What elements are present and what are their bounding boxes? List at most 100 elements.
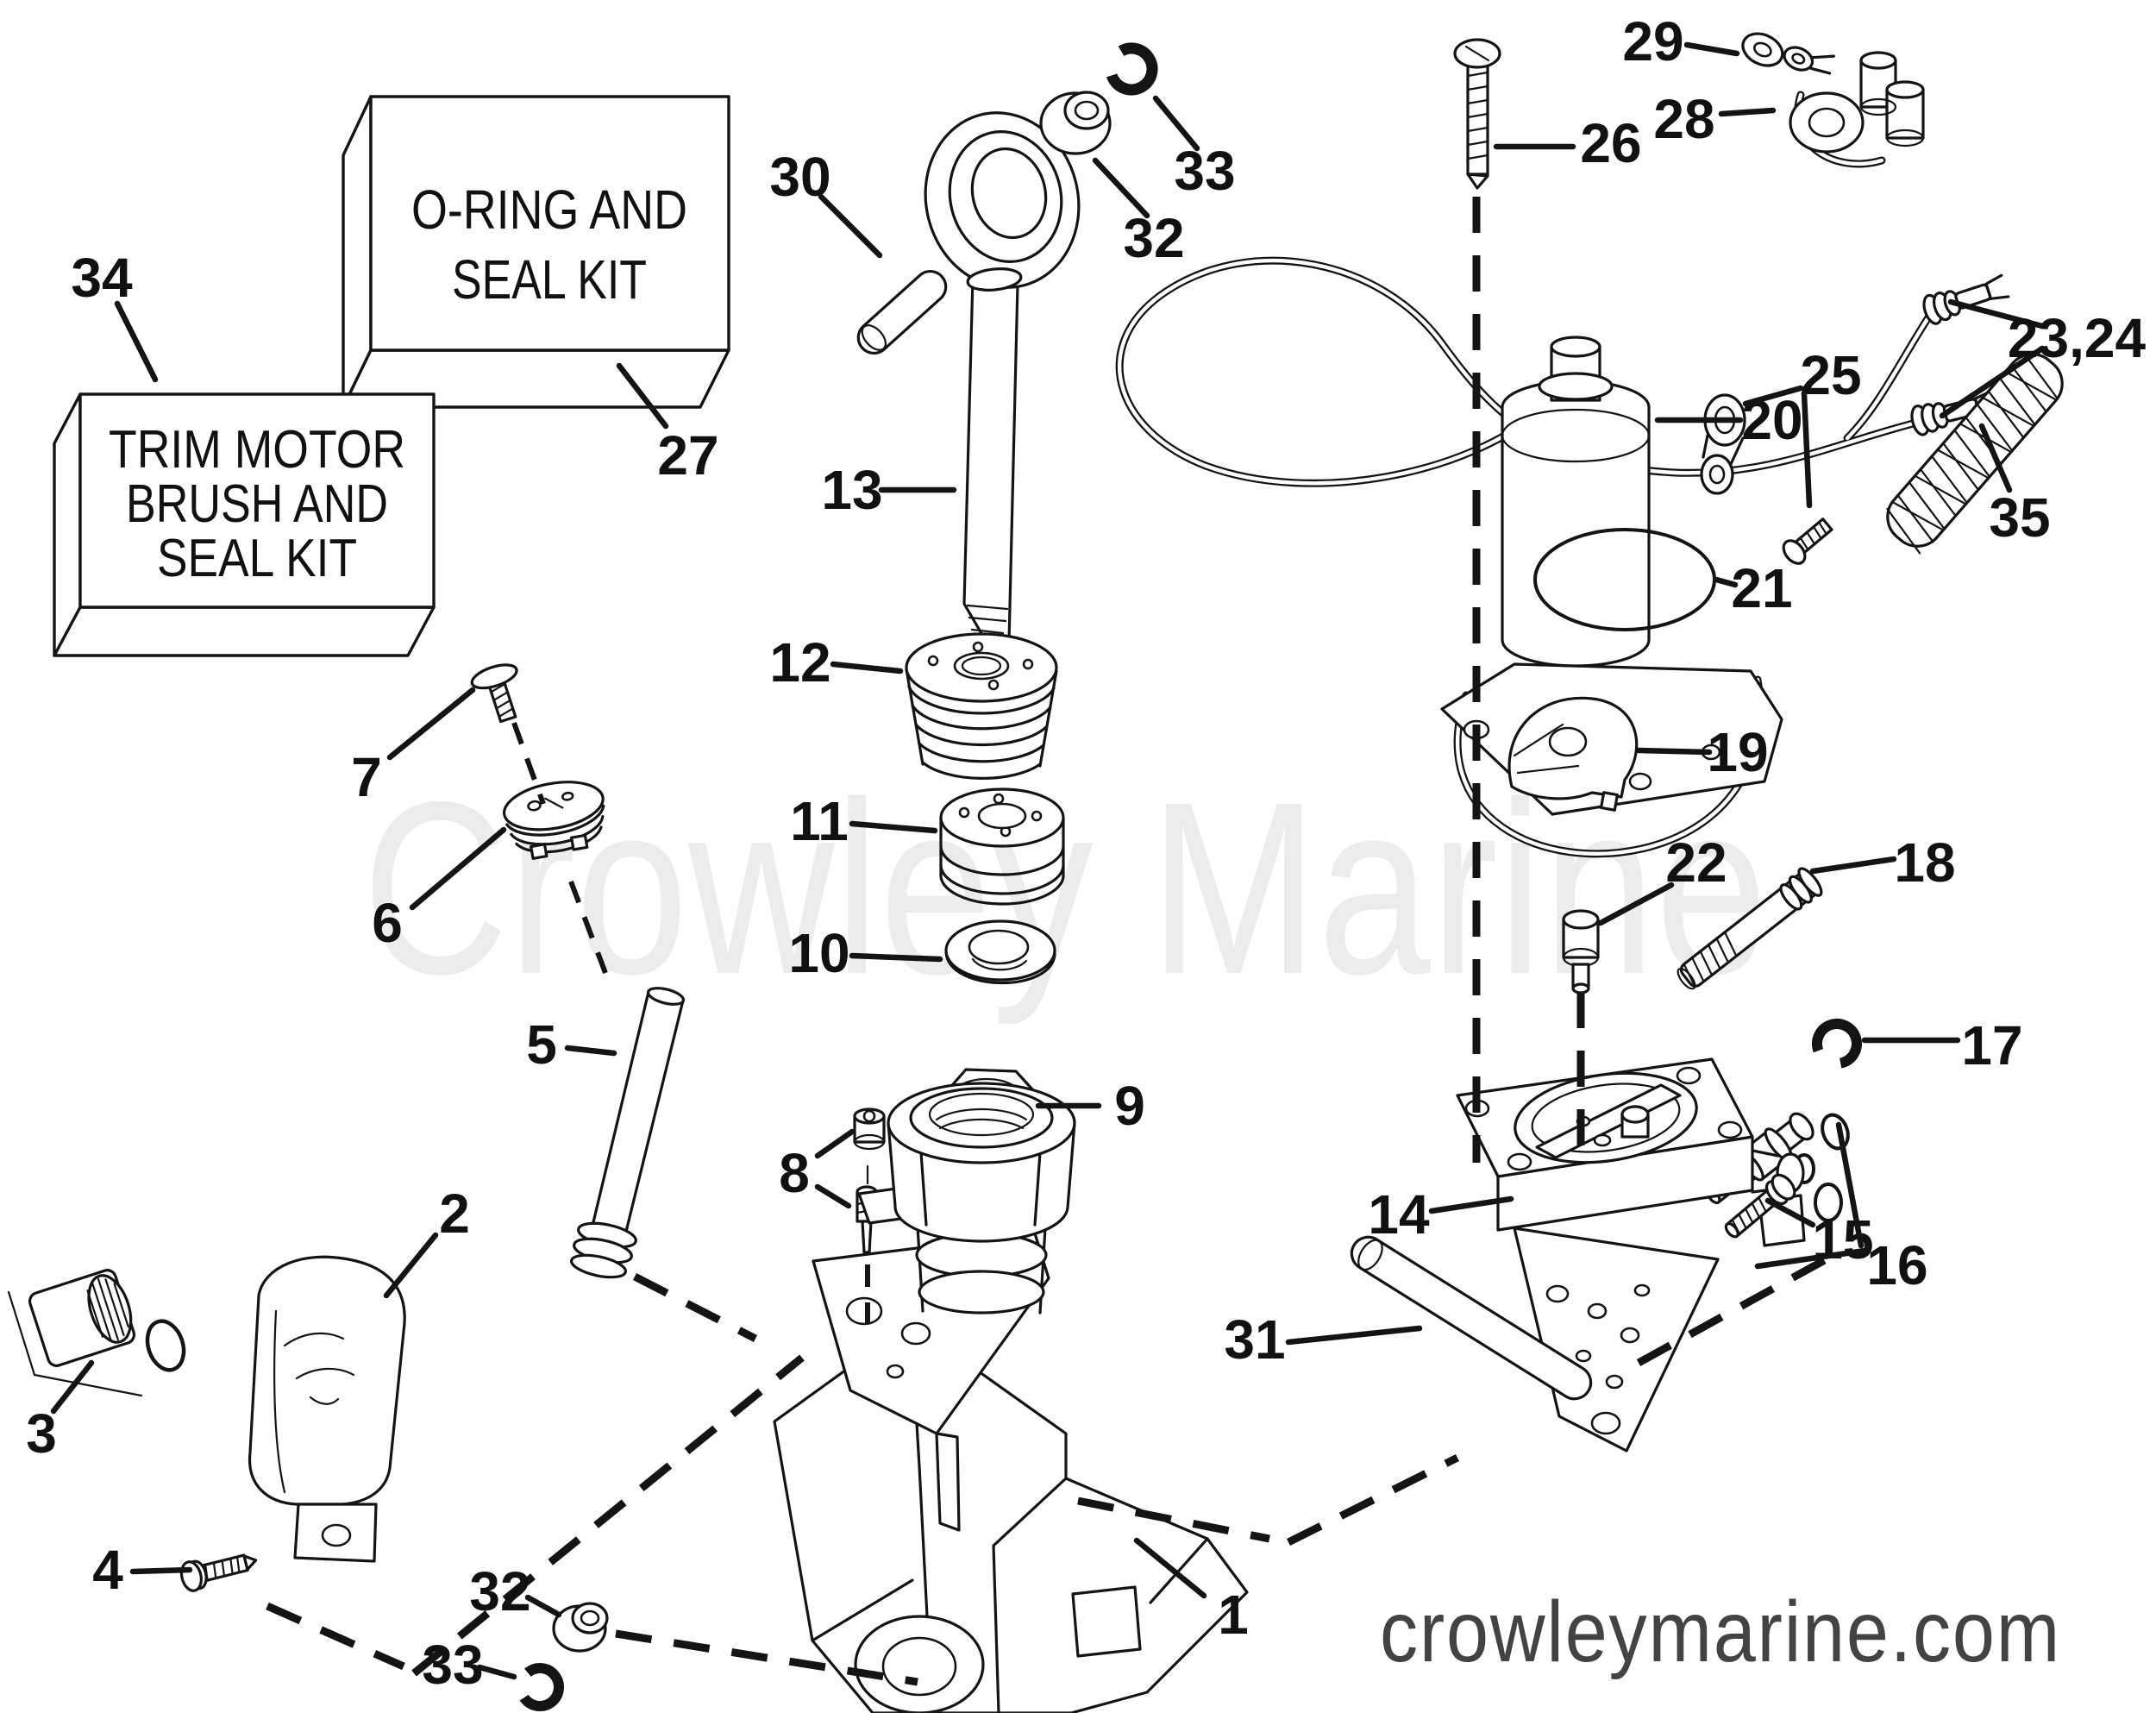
callout-21[interactable]: 21 [1731, 557, 1792, 619]
bushing-32-bottom [552, 1602, 609, 1653]
callout-31[interactable]: 31 [1224, 1308, 1285, 1371]
screw-4 [179, 1553, 258, 1592]
callout-leader-33 [1152, 95, 1200, 152]
callout-27[interactable]: 27 [657, 424, 718, 486]
callout-leader-5 [564, 1045, 617, 1057]
stud-18 [1677, 867, 1823, 990]
callout-26[interactable]: 26 [1580, 112, 1641, 174]
retaining-clip-17 [1811, 1019, 1862, 1069]
bushing-32-top [1039, 91, 1112, 155]
callout-8[interactable]: 8 [779, 1142, 810, 1204]
callout-34[interactable]: 34 [71, 247, 133, 309]
shock-rod-31 [1350, 1235, 1593, 1401]
needle-bearing-3 [7, 1269, 186, 1397]
callout-leader-32 [1092, 157, 1150, 219]
callout-10[interactable]: 10 [788, 922, 849, 984]
callout-32b[interactable]: 32 [469, 1560, 530, 1622]
assembly-dashed-lines [266, 197, 1841, 1686]
retaining-clip-33-bottom [516, 1663, 564, 1711]
callout-3[interactable]: 3 [26, 1402, 57, 1465]
callout-19[interactable]: 19 [1707, 721, 1768, 783]
callout-6[interactable]: 6 [372, 892, 403, 954]
callout-leader-8 [814, 1128, 856, 1159]
callout-9[interactable]: 9 [1114, 1075, 1145, 1137]
kit-box-oring-line2: SEAL KIT [452, 248, 647, 311]
callout-7[interactable]: 7 [351, 746, 382, 808]
callout-13[interactable]: 13 [821, 459, 882, 521]
callout-1[interactable]: 1 [1218, 1584, 1249, 1646]
callout-leader-35 [1978, 423, 2013, 493]
callout-leader-11 [849, 820, 938, 834]
callout-leader-14 [1428, 1195, 1514, 1214]
pivot-pin-30 [856, 269, 948, 355]
wire-harness [1115, 256, 1936, 487]
callout-33b[interactable]: 33 [422, 1634, 483, 1696]
kit-box-trim-line2: BRUSH AND [126, 474, 388, 534]
callout-leader-8-1 [814, 1183, 852, 1209]
bleed-fittings-8 [853, 1107, 886, 1263]
kit-box-oring-line1: O-RING AND [411, 179, 687, 241]
callout-leader-33b [476, 1664, 517, 1680]
callout-leader-30 [818, 193, 883, 259]
fill-plug-6 [502, 781, 605, 860]
callout-leader-31 [1285, 1325, 1423, 1346]
callout-leader-28 [1718, 107, 1777, 117]
callout-leader-25-1 [1801, 390, 1813, 509]
callout-5[interactable]: 5 [526, 1013, 557, 1076]
retaining-clip-33-top [1105, 42, 1158, 96]
callout-leader-10 [849, 952, 943, 963]
connector-28 [1789, 51, 1925, 168]
kit-box-trim-line3: SEAL KIT [157, 529, 357, 588]
callout-leader-1 [1133, 1537, 1207, 1599]
callout-25[interactable]: 25 [1800, 344, 1861, 406]
screw-15 [1724, 1173, 1796, 1239]
piston-11 [939, 787, 1065, 906]
callout-11[interactable]: 11 [790, 790, 849, 852]
callout-leader-4 [129, 1566, 193, 1575]
callout-14[interactable]: 14 [1368, 1183, 1430, 1246]
callout-leader-23-24 [1947, 298, 2046, 329]
callout-29[interactable]: 29 [1622, 10, 1683, 72]
terminal-clip-29 [1741, 32, 1835, 75]
check-valve-22 [1562, 909, 1600, 995]
callout-30[interactable]: 30 [769, 146, 830, 208]
callout-12[interactable]: 12 [769, 631, 830, 693]
callout-leader-27 [616, 362, 669, 430]
callout-16[interactable]: 16 [1866, 1234, 1927, 1296]
kit-box-trim-line1: TRIM MOTOR [109, 420, 405, 480]
callout-leader-3 [50, 1359, 95, 1415]
callout-leader-21 [1713, 576, 1739, 588]
callout-17[interactable]: 17 [1961, 1014, 2022, 1076]
callout-23-24[interactable]: 23,24 [2008, 307, 2147, 369]
callout-28[interactable]: 28 [1653, 88, 1714, 150]
wire-terminal-upper [1922, 273, 2010, 325]
callout-4[interactable]: 4 [92, 1539, 123, 1601]
kit-box-oring: O-RING AND SEAL KIT [342, 95, 730, 409]
spring-35 [1886, 353, 2064, 555]
callout-leader-15 [1764, 1197, 1816, 1228]
reservoir-cover-2 [248, 1255, 406, 1563]
reservoir-tube-5 [570, 987, 686, 1279]
callout-leader-19 [1635, 747, 1713, 756]
callout-22[interactable]: 22 [1665, 831, 1727, 894]
callout-18[interactable]: 18 [1894, 831, 1955, 894]
cylinder-end-cap-12 [905, 632, 1058, 780]
callout-leader-2 [383, 1232, 439, 1299]
ground-link-25 [1700, 393, 1833, 565]
callout-35[interactable]: 35 [1989, 486, 2050, 549]
piston-rod-13 [924, 111, 1081, 647]
callout-leader-34 [114, 300, 159, 383]
website-text: crowleymarine.com [1380, 1584, 2061, 1680]
callout-32[interactable]: 32 [1123, 207, 1184, 269]
callout-leader-25 [1742, 385, 1804, 407]
cam-19 [1507, 696, 1639, 812]
callout-33[interactable]: 33 [1174, 140, 1235, 202]
callout-15[interactable]: 15 [1812, 1208, 1873, 1271]
bleed-screw-7 [470, 663, 518, 724]
callout-2[interactable]: 2 [439, 1183, 470, 1245]
callout-leader-29 [1683, 41, 1740, 57]
callout-leader-22 [1597, 882, 1675, 926]
